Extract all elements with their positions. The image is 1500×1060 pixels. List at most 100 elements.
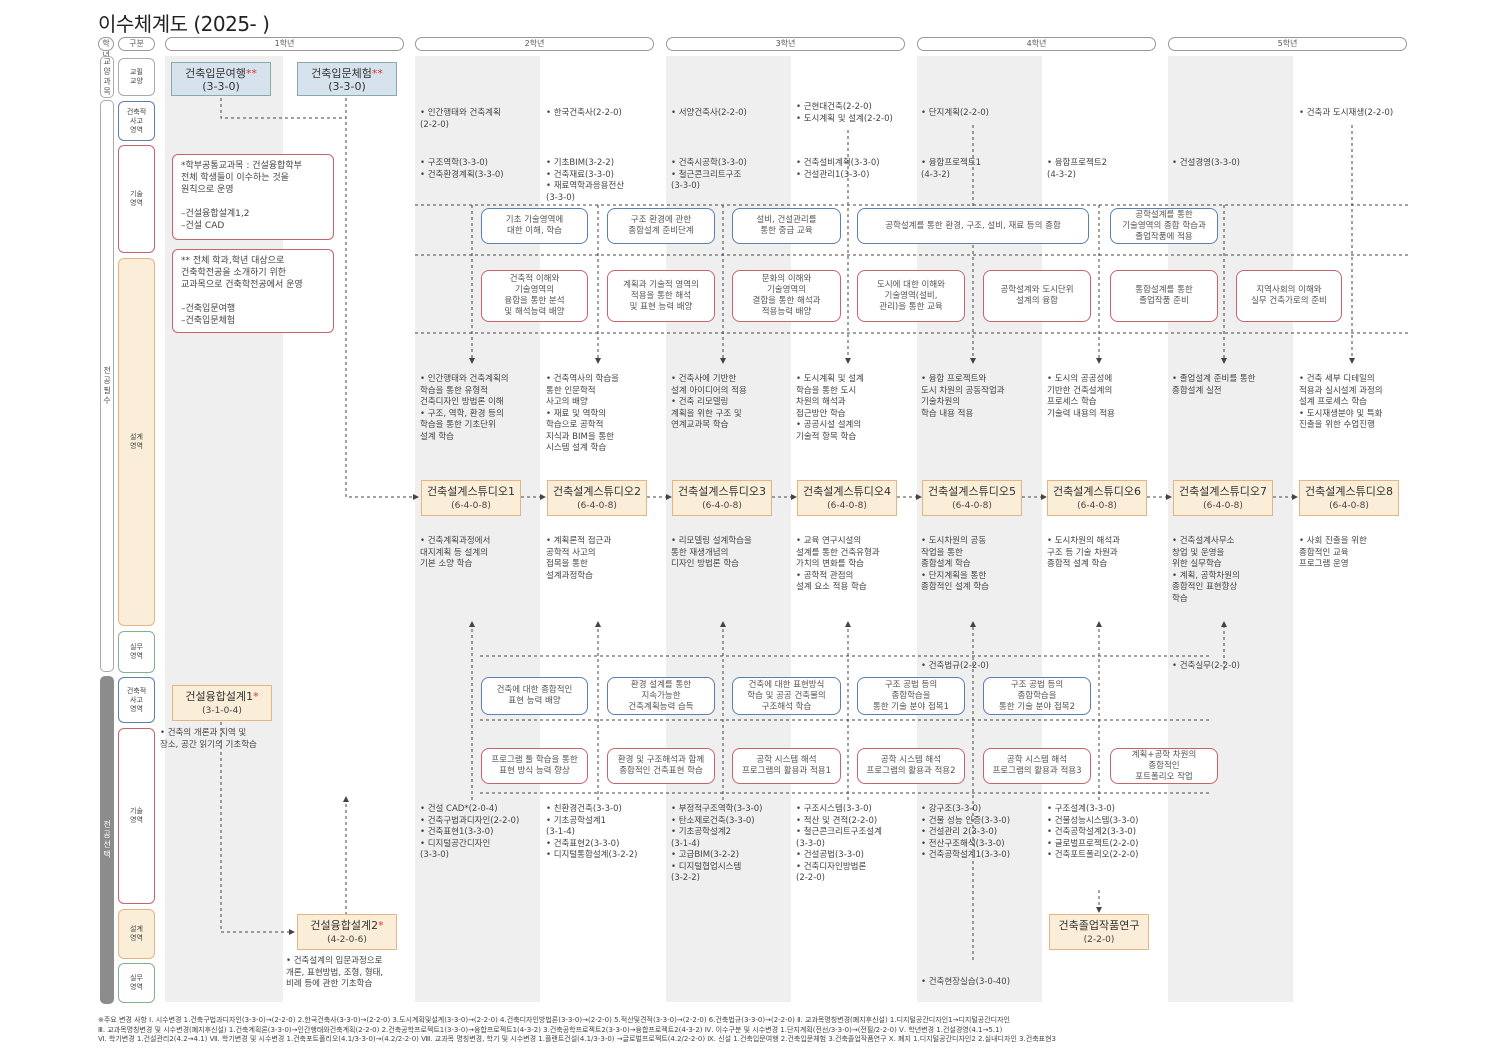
goal-pill-red: 통합설계를 통한 졸업작품 준비 <box>1110 270 1218 322</box>
course-name: 건축설계스튜디오8 <box>1305 485 1393 498</box>
goal-pill-red: 공학 시스템 해석 프로그램의 활용과 적용2 <box>857 748 965 784</box>
ele-tech-y3s1: • 부정적구조역학(3-3-0) • 탄소제로건축(3-3-0) • 기초공학설… <box>671 804 763 883</box>
ele-tech-y3s2: • 구조시스템(3-3-0) • 적산 및 견적(2-2-0) • 철근콘크리트… <box>796 804 882 883</box>
course-star: * <box>253 690 259 703</box>
course-name: 건축입문여행 <box>185 67 246 80</box>
req-tech-y2s2: • 기초BIM(3-2-2) • 건축재료(3-3-0) • 재료역학과응용전산… <box>546 158 625 203</box>
req-thinking-y5s2: • 건축과 도시재생(2-2-0) <box>1299 108 1394 118</box>
req-thinking-y4s1: • 단지계획(2-2-0) <box>921 108 989 118</box>
design-desc-top: • 도시의 공공성에 기반한 건축설계의 프로세스 학습 기술력 내용의 적용 <box>1047 374 1115 419</box>
course-name: 건축졸업작품연구 <box>1058 919 1140 932</box>
req-thinking-y3s2: • 근현대건축(2-2-0) • 도시계획 및 설계(2-2-0) <box>796 102 893 124</box>
course-name: 건축설계스튜디오3 <box>678 485 766 498</box>
fusion2-desc: • 건축설계의 입문과정으로 개론, 표현방법, 조형, 형태, 비례 등에 관… <box>286 956 384 989</box>
ele-tech-y4s1: • 강구조(3-3-0) • 건물 성능 인증(3-3-0) • 건설관리 2(… <box>921 804 1011 860</box>
course-fusion-design-2[interactable]: 건설융합설계2*(4-2-0-6) <box>297 914 397 950</box>
goal-pill-red: 지역사회의 이해와 실무 건축가로의 준비 <box>1236 270 1342 322</box>
goal-pill-blue: 환경 설계를 통한 지속가능한 건축계획능력 습득 <box>607 677 715 715</box>
design-desc-bottom: • 사회 진출을 위한 종합적인 교육 프로그램 운영 <box>1299 536 1367 569</box>
category-ele-thinking: 건축적 사고 영역 <box>118 677 155 723</box>
req-practice-y5s1: • 건축실무(2-2-0) <box>1172 661 1240 671</box>
design-desc-top: • 졸업설계 준비를 통한 종합설계 실전 <box>1172 374 1256 396</box>
course-credit: (6-4-0-8) <box>451 501 491 511</box>
ele-tech-y2s2: • 친환경건축(3-3-0) • 기초공학설계1 (3-1-4) • 건축표현2… <box>546 804 638 860</box>
goal-pill-red: 건축적 이해와 기술영역의 융합을 통한 분석 및 해석능력 배양 <box>481 270 588 322</box>
course-intro-trip[interactable]: 건축입문여행** (3-3-0) <box>171 62 271 96</box>
course-star: ** <box>245 67 257 80</box>
page-title: 이수체계도 (2025- ) <box>98 12 270 36</box>
req-thinking-y2s1: • 인간행태와 건축계획 (2-2-0) <box>420 108 501 130</box>
design-desc-bottom: • 계획론적 접근과 공학적 사고의 접목을 통한 설계과정학습 <box>546 536 612 581</box>
course-name: 건축입문체험 <box>311 67 372 80</box>
header-year-1: 1학년 <box>165 37 404 51</box>
goal-pill-blue: 공학설계를 통한 기술영역의 종합 학습과 졸업작품에 적용 <box>1110 208 1218 244</box>
category-ele-design: 설계 영역 <box>118 909 155 959</box>
category-ele-practice: 실무 영역 <box>118 963 155 1003</box>
fusion1-desc: • 건축의 개론과 지역 및 장소, 공간 읽기의 기초학습 <box>160 728 257 750</box>
studio-3[interactable]: 건축설계스튜디오3 (6-4-0-8) <box>672 480 772 516</box>
goal-pill-blue: 건축에 대한 종합적인 표현 능력 배양 <box>481 677 588 715</box>
category-ele-tech: 기술 영역 <box>118 728 155 904</box>
studio-4[interactable]: 건축설계스튜디오4 (6-4-0-8) <box>797 480 897 516</box>
design-desc-top: • 도시계획 및 설계 학습을 통한 도시 차원의 해석과 접근방안 학습 • … <box>796 374 864 442</box>
course-credit: (6-4-0-8) <box>1077 501 1117 511</box>
course-credit: (2-2-0) <box>1083 935 1115 945</box>
header-year-3: 3학년 <box>666 37 905 51</box>
header-year-5: 5학년 <box>1168 37 1407 51</box>
header-year-2: 2학년 <box>415 37 654 51</box>
group-major-elective: 전공선택 <box>100 676 114 1004</box>
ele-tech-y2s1: • 건설 CAD*(2-0-4) • 건축구법과디자인(2-2-0) • 건축표… <box>420 804 520 860</box>
goal-pill-blue: 구조 환경에 관한 종합설계 준비단계 <box>607 208 715 244</box>
goal-pill-red: 도시에 대한 이해와 기술영역(설비, 관리)을 통한 교육 <box>857 270 965 322</box>
studio-6[interactable]: 건축설계스튜디오6 (6-4-0-8) <box>1047 480 1147 516</box>
studio-2[interactable]: 건축설계스튜디오2(6-4-0-8) <box>547 480 647 516</box>
course-name: 건축설계스튜디오2 <box>553 485 641 498</box>
studio-8[interactable]: 건축설계스튜디오8 (6-4-0-8) <box>1299 480 1399 516</box>
course-credit: (6-4-0-8) <box>827 501 867 511</box>
goal-pill-red: 문화의 이해와 기술영역의 결합을 통한 해석과 적용능력 배양 <box>732 270 841 322</box>
goal-pill-red: 계획과 기술적 영역의 적용을 통한 해석 및 표현 능력 배양 <box>607 270 715 322</box>
req-tech-y3s1: • 건축시공학(3-3-0) • 철근콘크리트구조 (3-3-0) <box>671 158 747 191</box>
course-credit: (3-3-0) <box>328 80 366 93</box>
header-year-label: 학년 <box>98 37 114 60</box>
design-desc-bottom: • 도시차원의 공동 작업을 통한 종합설계 학습 • 단지계획을 통한 종합적… <box>921 536 989 592</box>
category-req-practice: 실무 영역 <box>118 631 155 673</box>
req-thinking-y2s2: • 한국건축사(2-2-0) <box>546 108 622 118</box>
category-general-edu: 교필 교양 <box>118 58 155 96</box>
note-intro-courses: ** 전체 학과,학년 대상으로 건축학전공을 소개하기 위한 교과목으로 건축… <box>172 249 334 333</box>
goal-pill-red: 프로그램 툴 학습을 통한 표현 방식 능력 향상 <box>481 748 588 784</box>
goal-pill-blue: 기초 기술영역에 대한 이해, 학습 <box>481 208 588 244</box>
group-general: 교양과목 <box>100 56 114 98</box>
goal-pill-blue: 공학설계를 통한 환경, 구조, 설비, 재료 등의 종합 <box>857 208 1089 244</box>
category-req-thinking: 건축적 사고 영역 <box>118 101 155 141</box>
course-fusion-design-1[interactable]: 건설융합설계1*(3-1-0-4) <box>172 685 272 721</box>
course-credit: (6-4-0-8) <box>702 501 742 511</box>
course-name: 건축설계스튜디오6 <box>1053 485 1141 498</box>
req-tech-y2s1: • 구조역학(3-3-0) • 건축환경계획(3-3-0) <box>420 158 504 180</box>
design-desc-bottom: • 교육 연구시설의 설계를 통한 건축유형과 가치의 변화를 학습 • 공학적… <box>796 536 880 592</box>
studio-1[interactable]: 건축설계스튜디오1 (6-4-0-8) <box>421 480 521 516</box>
course-credit: (6-4-0-8) <box>1329 501 1369 511</box>
studio-7[interactable]: 건축설계스튜디오7(6-4-0-8) <box>1173 480 1273 516</box>
course-star: * <box>378 919 384 932</box>
req-tech-y5s1: • 건설경영(3-3-0) <box>1172 158 1240 168</box>
category-req-design: 설계 영역 <box>118 258 155 626</box>
course-credit: (3-1-0-4) <box>202 706 242 716</box>
ele-tech-y4s2: • 구조설계(3-3-0) • 건물성능시스템(3-3-0) • 건축공학설계2… <box>1047 804 1139 860</box>
goal-pill-blue: 구조 공법 등의 종합학습을 통한 기술 분야 접목2 <box>983 677 1091 715</box>
course-name: 건축설계스튜디오5 <box>928 485 1016 498</box>
design-desc-top: • 건축 세부 디테일의 적용과 실시설계 과정의 설계 프로세스 학습 • 도… <box>1299 374 1383 430</box>
studio-5[interactable]: 건축설계스튜디오5 (6-4-0-8) <box>922 480 1022 516</box>
goal-pill-red: 계획+공학 차원의 종합적인 포트폴리오 작업 <box>1110 748 1218 784</box>
course-graduation-research[interactable]: 건축졸업작품연구 (2-2-0) <box>1049 914 1149 950</box>
req-tech-y3s2: • 건축설비계획(3-3-0) • 건설관리1(3-3-0) <box>796 158 880 180</box>
course-intro-experience[interactable]: 건축입문체험** (3-3-0) <box>297 62 397 96</box>
course-credit: (6-4-0-8) <box>952 501 992 511</box>
goal-pill-red: 공학 시스템 해석 프로그램의 활용과 적용1 <box>732 748 841 784</box>
course-name: 건축설계스튜디오4 <box>803 485 891 498</box>
group-major-required: 전공필수 <box>100 100 114 672</box>
course-name: 건축설계스튜디오1 <box>427 485 515 498</box>
course-credit: (4-2-0-6) <box>327 935 367 945</box>
category-req-tech: 기술 영역 <box>118 145 155 253</box>
